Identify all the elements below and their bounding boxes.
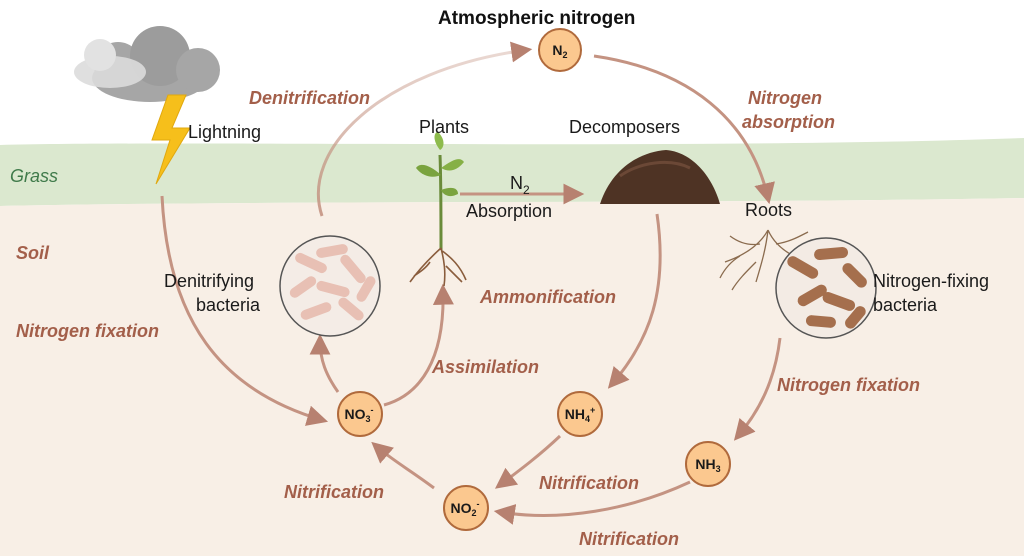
nitrification-mid-label: Nitrification — [539, 473, 639, 493]
denitrifying-label-line1: Denitrifying — [164, 271, 254, 291]
diagram-title: Atmospheric nitrogen — [438, 8, 635, 29]
ammonification-label: Ammonification — [479, 287, 616, 307]
svg-text:NO3-: NO3- — [344, 405, 373, 424]
svg-text:N2: N2 — [552, 42, 567, 60]
nitrogen-fixation-left-arrow — [160, 195, 329, 426]
nitrogen-absorption-label-line2: absorption — [742, 112, 835, 132]
roots-icon — [719, 229, 809, 291]
svg-text:NH4+: NH4+ — [565, 405, 596, 424]
svg-text:NO2-: NO2- — [450, 499, 479, 518]
nitrogen-absorption-arrow — [593, 54, 775, 205]
n2-absorption-formula: N2 — [510, 173, 530, 197]
grass-label: Grass — [10, 166, 58, 186]
node-no3: NO3- — [337, 391, 383, 437]
assimilation-label: Assimilation — [431, 357, 539, 377]
nitrogen-fixation-left-label: Nitrogen fixation — [16, 321, 159, 341]
assimilation-arrow — [383, 283, 454, 407]
cloud-icon — [74, 26, 220, 102]
nh3-to-no2-arrow — [493, 480, 691, 525]
soil-area — [0, 198, 1024, 556]
node-no2: NO2- — [443, 485, 489, 531]
lightning-label: Lightning — [188, 122, 261, 142]
n2-absorption-label: Absorption — [466, 201, 552, 221]
decomposers-soil-icon — [600, 150, 720, 204]
no3-to-bacteria-arrow — [309, 333, 340, 393]
denitrifying-bacteria-icon — [279, 235, 381, 337]
plant-seedling-icon — [409, 132, 467, 287]
nitrogen-fixation-right-arrow — [733, 337, 782, 441]
soil-label: Soil — [16, 243, 50, 263]
svg-text:NH3: NH3 — [695, 456, 720, 474]
nitrogen-fixation-right-label: Nitrogen fixation — [777, 375, 920, 395]
decomposers-label: Decomposers — [569, 117, 680, 137]
nitrogen-absorption-label-line1: Nitrogen — [748, 88, 822, 108]
nitrification-left-label: Nitrification — [284, 482, 384, 502]
denitrification-label: Denitrification — [249, 88, 370, 108]
nitrogen-fixing-label-line2: bacteria — [873, 295, 938, 315]
node-nh4: NH4+ — [557, 391, 603, 437]
grass-band — [0, 138, 1024, 206]
lightning-bolt-icon — [151, 94, 191, 185]
nitrification-bottom-label: Nitrification — [579, 529, 679, 549]
roots-label: Roots — [745, 200, 792, 220]
no2-to-no3-arrow — [371, 441, 435, 490]
node-n2: N2 — [538, 28, 582, 72]
node-nh3: NH3 — [685, 441, 731, 487]
ammonification-arrow — [607, 213, 662, 389]
plants-label: Plants — [419, 117, 469, 137]
denitrifying-label-line2: bacteria — [196, 295, 261, 315]
denitrification-arrow — [316, 41, 533, 217]
nitrogen-fixing-bacteria-icon — [775, 237, 877, 339]
nh4-to-no2-arrow — [494, 434, 562, 489]
nitrogen-fixing-label-line1: Nitrogen-fixing — [873, 271, 989, 291]
